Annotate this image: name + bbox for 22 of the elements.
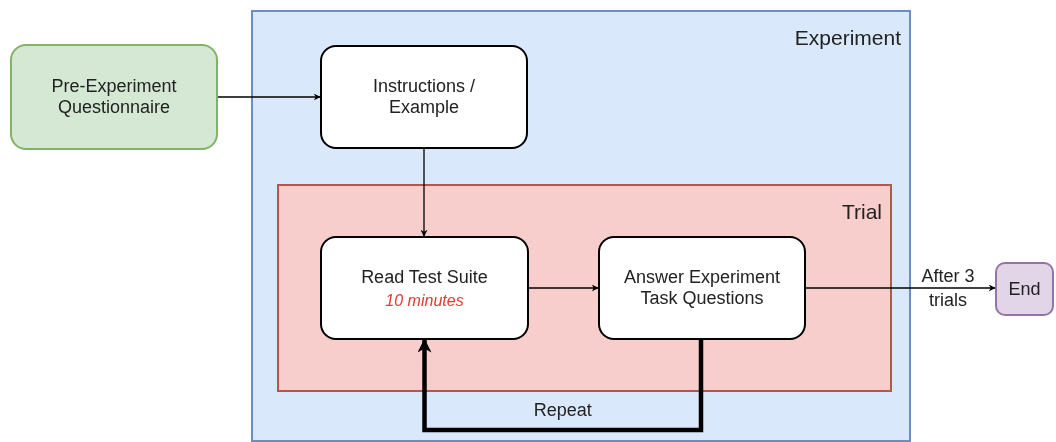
group-title: Experiment [794,26,901,50]
process-box [598,236,806,340]
group-title: Trial [841,200,882,224]
arrow [417,338,704,433]
group-panel [251,10,911,442]
edge-label: After 3 trials [920,265,976,312]
process-box [320,45,528,149]
box-label: Answer Experiment Task Questions [622,267,782,309]
end-box [995,262,1054,316]
box-label: Instructions / Example [371,76,476,118]
box-label: Pre-Experiment Questionnaire [50,76,178,118]
process-box [320,236,529,340]
arrow [528,284,599,292]
duration-note: 10 minutes [385,291,464,310]
group-panel [277,184,892,392]
edge-label: Repeat [532,399,593,422]
box-label: Read Test Suite [361,266,488,288]
arrow [420,148,428,237]
start-box [10,44,218,150]
box-label: End [1008,278,1041,300]
arrow [217,93,321,101]
arrow [805,284,996,292]
